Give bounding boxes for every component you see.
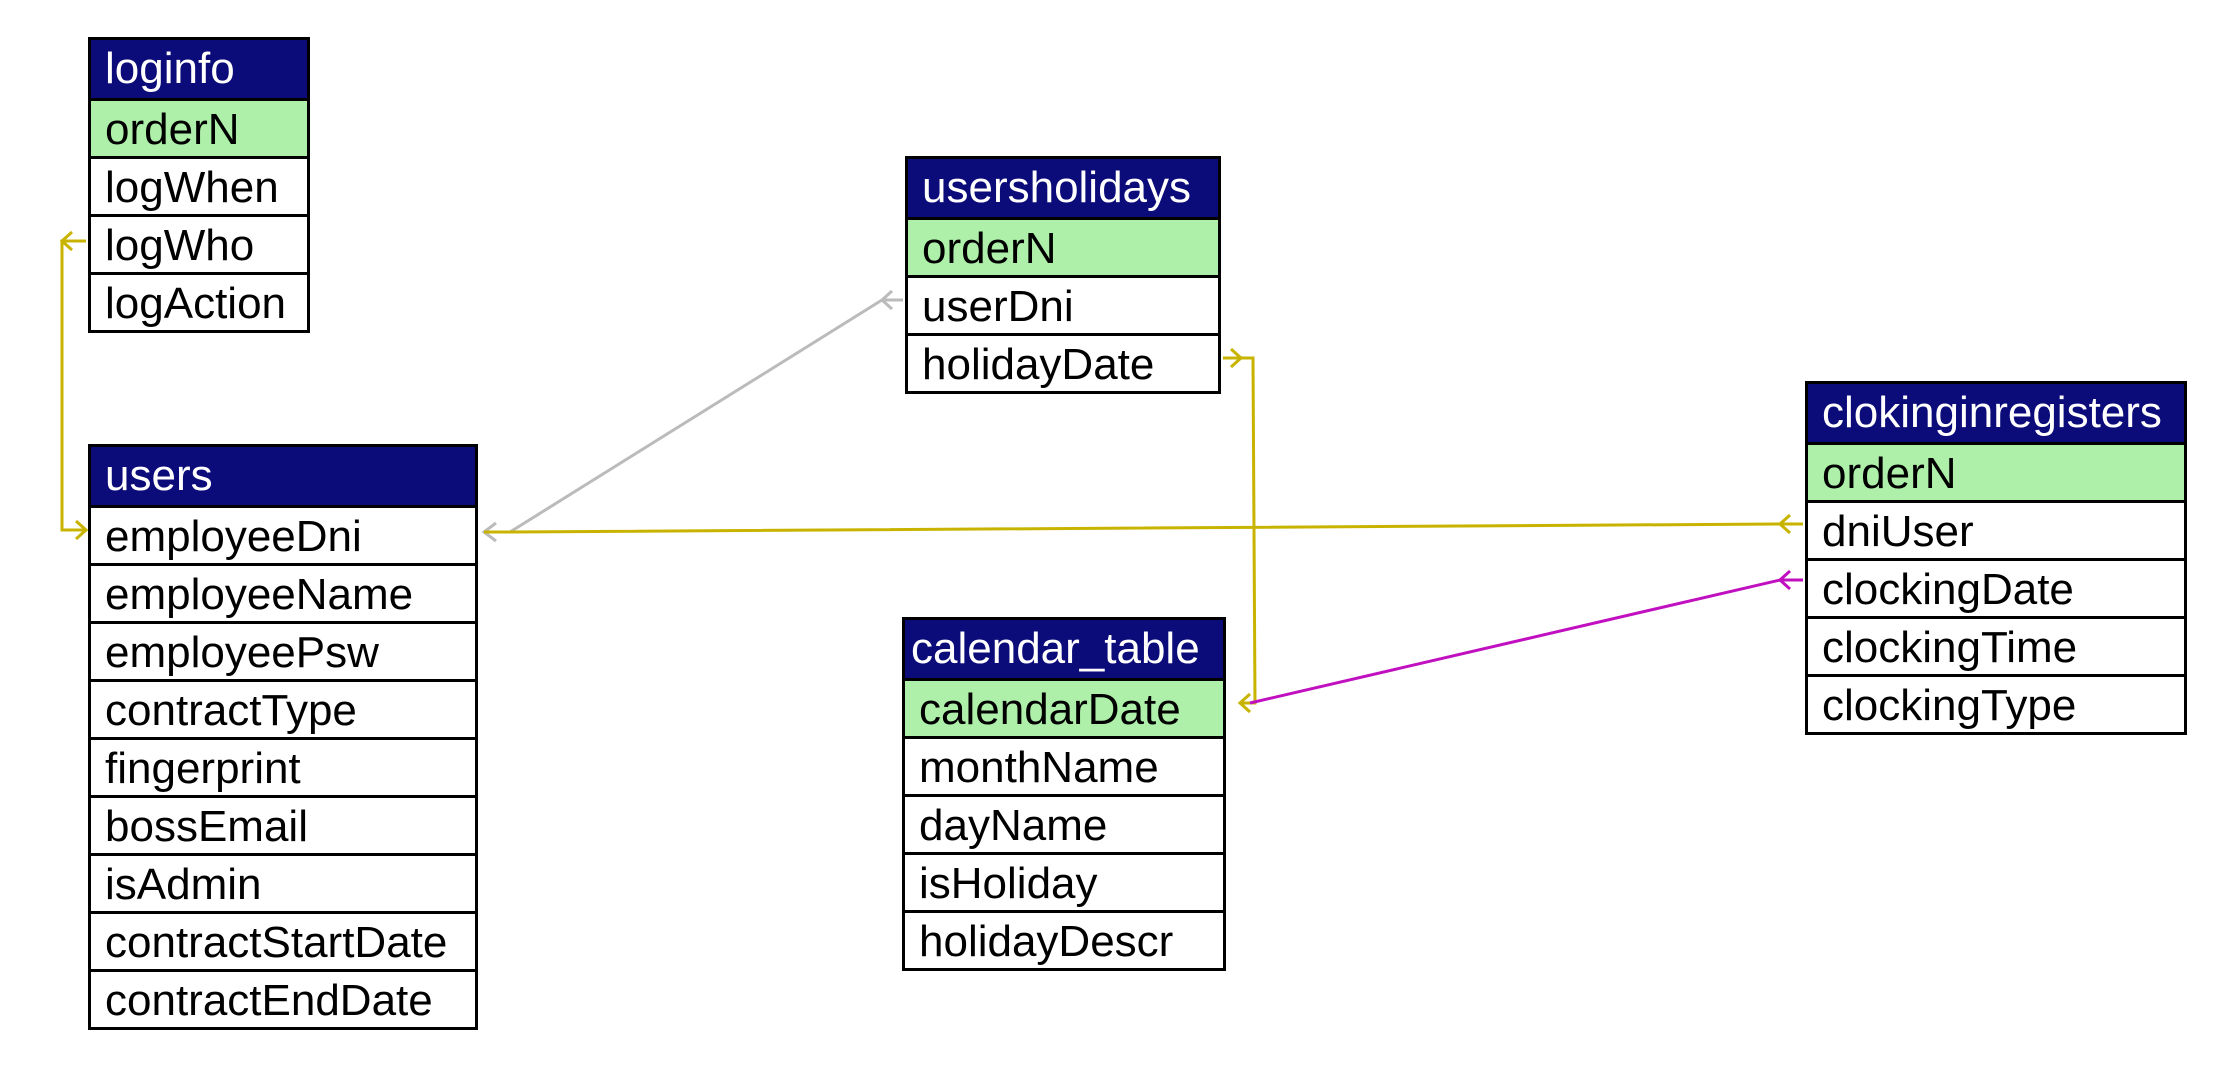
field-row[interactable]: fingerprint: [91, 737, 475, 795]
link-end-arrow: [1237, 692, 1252, 714]
field-row[interactable]: holidayDate: [908, 333, 1218, 391]
field-row[interactable]: orderN: [908, 217, 1218, 275]
table-usersholidays[interactable]: usersholidays orderN userDni holidayDate: [905, 156, 1221, 394]
field-row[interactable]: calendarDate: [905, 678, 1223, 736]
field-row[interactable]: clockingDate: [1808, 558, 2184, 616]
link-usersholidays-users[interactable]: [481, 289, 903, 543]
table-header[interactable]: users: [91, 447, 475, 505]
link-end-arrow: [74, 519, 89, 541]
field-row[interactable]: dniUser: [1808, 500, 2184, 558]
field-row[interactable]: employeeDni: [91, 505, 475, 563]
link-line: [1249, 578, 1803, 705]
field-row[interactable]: contractStartDate: [91, 911, 475, 969]
field-row[interactable]: orderN: [1808, 442, 2184, 500]
field-row[interactable]: isAdmin: [91, 853, 475, 911]
table-header[interactable]: calendar_table: [905, 620, 1223, 678]
field-row[interactable]: logWhen: [91, 156, 307, 214]
field-row[interactable]: clockingTime: [1808, 616, 2184, 674]
field-row[interactable]: dayName: [905, 794, 1223, 852]
table-users[interactable]: users employeeDni employeeName employeeP…: [88, 444, 478, 1030]
field-row[interactable]: monthName: [905, 736, 1223, 794]
field-row[interactable]: clockingType: [1808, 674, 2184, 732]
link-end-arrow: [1777, 569, 1792, 591]
field-row[interactable]: isHoliday: [905, 852, 1223, 910]
link-end-arrow: [1777, 513, 1792, 535]
field-row[interactable]: userDni: [908, 275, 1218, 333]
link-end-arrow: [1229, 347, 1244, 369]
field-row[interactable]: holidayDescr: [905, 910, 1223, 968]
field-row[interactable]: contractType: [91, 679, 475, 737]
table-header[interactable]: usersholidays: [908, 159, 1218, 217]
link-clokinginregisters-calendar[interactable]: [1249, 569, 1803, 705]
table-calendar-table[interactable]: calendar_table calendarDate monthName da…: [902, 617, 1226, 971]
field-row[interactable]: logAction: [91, 272, 307, 330]
table-loginfo[interactable]: loginfo orderN logWhen logWho logAction: [88, 37, 310, 333]
field-row[interactable]: contractEndDate: [91, 969, 475, 1027]
field-row[interactable]: logWho: [91, 214, 307, 272]
link-usersholidays-calendar[interactable]: [1223, 347, 1257, 714]
link-end-arrow: [59, 230, 74, 252]
link-line: [484, 298, 903, 534]
field-row[interactable]: employeePsw: [91, 621, 475, 679]
table-header[interactable]: clokinginregisters: [1808, 384, 2184, 442]
table-header[interactable]: loginfo: [91, 40, 307, 98]
link-line: [1223, 356, 1257, 705]
link-loginfo-users[interactable]: [59, 230, 89, 541]
link-clokinginregisters-users[interactable]: [484, 513, 1803, 535]
field-row[interactable]: employeeName: [91, 563, 475, 621]
field-row[interactable]: orderN: [91, 98, 307, 156]
field-row[interactable]: bossEmail: [91, 795, 475, 853]
link-end-arrow: [879, 289, 894, 311]
link-line: [60, 239, 86, 532]
link-line: [484, 522, 1803, 534]
table-clokinginregisters[interactable]: clokinginregisters orderN dniUser clocki…: [1805, 381, 2187, 735]
